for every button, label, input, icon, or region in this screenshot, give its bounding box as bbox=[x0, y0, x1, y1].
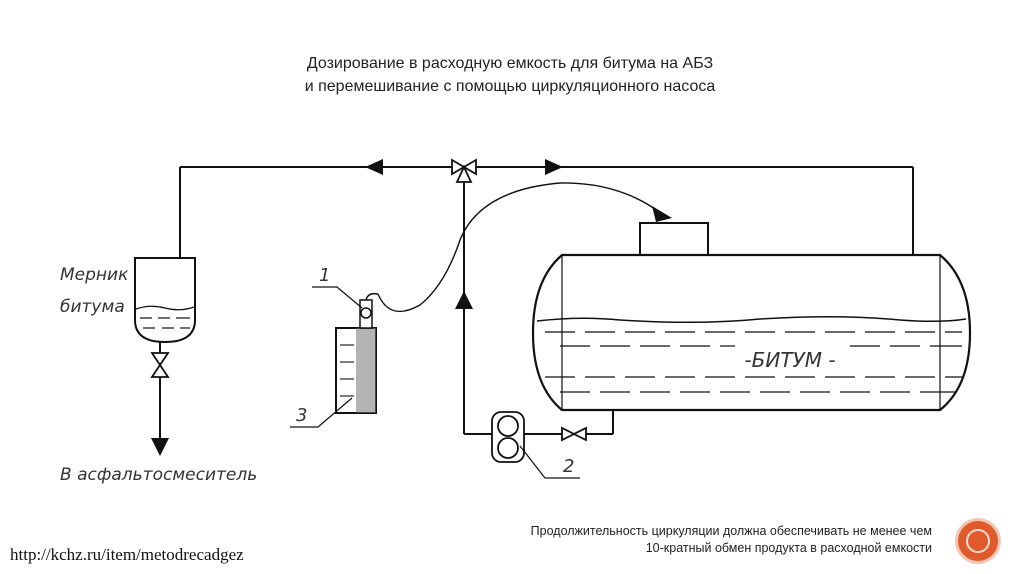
dosing-device bbox=[335, 292, 379, 414]
arrow-left bbox=[365, 159, 383, 175]
bitumen-tank: -БИТУМ - bbox=[531, 222, 972, 412]
arrow-up-riser bbox=[455, 291, 473, 309]
measurer-valve bbox=[150, 352, 170, 378]
tank-liquid-hatching bbox=[545, 331, 962, 393]
title-line-1: Дозирование в расходную емкость для биту… bbox=[306, 55, 714, 72]
outlet-label: В асфальтосмеситель bbox=[60, 465, 257, 485]
source-link[interactable]: http://kchz.ru/item/metodrecadgez bbox=[10, 545, 244, 564]
tank-content-label: -БИТУМ - bbox=[744, 348, 835, 372]
measurer-label-line-1: Мерник bbox=[60, 265, 129, 285]
circulation-pump bbox=[491, 411, 525, 463]
slide-badge-icon bbox=[958, 521, 998, 561]
callout-label-3: 3 bbox=[296, 405, 307, 426]
arrow-down-outlet bbox=[151, 438, 169, 456]
note-line-2: 10-кратный обмен продукта в расходной ем… bbox=[645, 541, 932, 555]
leader-1 bbox=[312, 286, 363, 309]
note-line-1: Продолжительность циркуляции должна обес… bbox=[530, 524, 932, 538]
tank-hatch bbox=[639, 222, 709, 256]
sensor-icon bbox=[360, 307, 372, 319]
measurer-label-line-2: битума bbox=[60, 297, 125, 317]
bitumen-measurer bbox=[134, 257, 196, 344]
measurer-liquid-hatching bbox=[140, 317, 190, 329]
callout-leaders bbox=[290, 286, 580, 479]
callout-label-1: 1 bbox=[319, 265, 330, 286]
callout-label-2: 2 bbox=[563, 456, 574, 477]
title-line-2: и перемешивание с помощью циркуляционног… bbox=[304, 78, 716, 95]
three-way-valve bbox=[451, 158, 477, 183]
tank-liquid-level bbox=[536, 315, 967, 324]
arrow-right bbox=[545, 159, 563, 175]
signal-line bbox=[377, 182, 663, 313]
pump-line-valve bbox=[561, 426, 587, 442]
leader-2 bbox=[519, 445, 580, 479]
diagram-title: Дозирование в расходную емкость для биту… bbox=[200, 52, 820, 98]
circulation-note: Продолжительность циркуляции должна обес… bbox=[531, 523, 932, 557]
leader-3 bbox=[290, 397, 353, 428]
